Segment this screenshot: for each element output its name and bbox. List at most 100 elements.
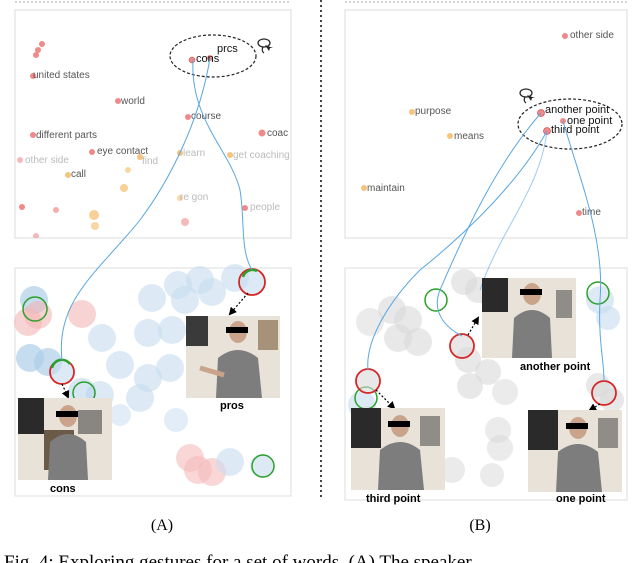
panel-label-b: (B) xyxy=(469,517,490,534)
gesture-glyph xyxy=(164,408,188,432)
selected-word-label: prcs xyxy=(217,43,238,55)
thumbnail-caption: cons xyxy=(50,483,76,495)
word-map-b xyxy=(344,9,628,239)
word-dot-selected xyxy=(188,56,196,64)
lasso-selection[interactable] xyxy=(517,98,623,150)
gesture-glyph xyxy=(356,308,384,336)
word-dot xyxy=(30,73,36,79)
video-thumbnail-third-point[interactable] xyxy=(351,408,445,490)
word-dot xyxy=(19,204,25,210)
gesture-glyph xyxy=(158,316,186,344)
word-label: purpose xyxy=(415,106,452,117)
gesture-glyph xyxy=(126,384,154,412)
word-label: course xyxy=(191,111,221,122)
word-points-b: other side purpose means maintain time xyxy=(361,30,614,218)
word-label: other side xyxy=(570,30,614,41)
gesture-glyph xyxy=(198,278,226,306)
link-curve xyxy=(367,130,548,371)
gesture-glyph xyxy=(250,454,274,478)
thumbnail-arrow xyxy=(228,292,249,316)
word-dot xyxy=(227,152,233,158)
gesture-glyph xyxy=(457,373,483,399)
word-points-a: united states world course coac differen… xyxy=(17,41,290,238)
gesture-glyph xyxy=(134,319,162,347)
word-dot xyxy=(89,149,95,155)
gesture-glyph xyxy=(239,269,265,295)
gesture-glyph xyxy=(592,381,616,405)
video-thumbnail-one-point[interactable] xyxy=(528,410,622,492)
lasso-icon xyxy=(519,88,535,104)
word-label: world xyxy=(120,96,145,107)
word-label: learn xyxy=(183,148,205,159)
gesture-glyph xyxy=(156,354,184,382)
word-dot xyxy=(30,132,36,138)
gesture-glyph xyxy=(216,448,244,476)
panel-a: united states world course coac differen… xyxy=(14,9,292,497)
lasso-selection[interactable] xyxy=(169,34,257,78)
panel-b: other side purpose means maintain time a… xyxy=(344,9,628,505)
word-label: people xyxy=(250,202,280,213)
word-dot xyxy=(91,222,99,230)
word-label: different parts xyxy=(36,130,97,141)
word-label: other side xyxy=(25,155,69,166)
gesture-ring-green xyxy=(22,296,48,322)
video-thumbnail-another-point[interactable] xyxy=(482,278,576,358)
word-map-a xyxy=(14,9,292,239)
gesture-glyph xyxy=(50,360,74,384)
video-thumbnail-pros[interactable] xyxy=(186,316,280,398)
gesture-glyph xyxy=(475,359,501,385)
word-dot xyxy=(447,133,453,139)
word-label: united states xyxy=(33,70,90,81)
word-dot xyxy=(576,210,582,216)
word-dot xyxy=(120,184,128,192)
link-curve xyxy=(192,59,253,271)
word-dot xyxy=(39,41,45,47)
word-label: call xyxy=(71,169,86,180)
gesture-ring-selected[interactable] xyxy=(449,333,475,359)
gesture-glyph xyxy=(68,300,96,328)
gesture-ring-green xyxy=(424,288,448,312)
gesture-ring-green xyxy=(251,454,275,478)
word-dot xyxy=(33,233,39,238)
word-dot xyxy=(242,205,248,211)
word-dot xyxy=(53,207,59,213)
selected-word-label: one point xyxy=(567,115,612,127)
word-dot xyxy=(361,185,367,191)
gesture-glyph xyxy=(404,328,432,356)
thumbnail-caption: third point xyxy=(366,493,421,505)
word-dot xyxy=(258,129,266,137)
gesture-glyph xyxy=(439,457,465,483)
panel-label-a: (A) xyxy=(151,517,173,534)
word-label: re gon xyxy=(180,192,208,203)
gesture-glyph xyxy=(14,308,42,336)
gesture-glyph xyxy=(88,324,116,352)
word-label: maintain xyxy=(367,183,405,194)
gesture-glyph xyxy=(106,351,134,379)
gesture-glyph xyxy=(450,334,474,358)
link-curve xyxy=(436,112,542,337)
thumbnail-arrow xyxy=(588,403,601,412)
selected-word-label: third point xyxy=(551,124,599,136)
figure-caption: Fig. 4: Exploring gestures for a set of … xyxy=(4,552,472,563)
word-dot xyxy=(181,218,189,226)
gesture-glyph xyxy=(171,286,199,314)
link-curve xyxy=(60,57,211,361)
word-label: time xyxy=(582,207,601,218)
word-dot xyxy=(185,114,191,120)
word-dot xyxy=(17,157,23,163)
gesture-arc xyxy=(241,268,258,278)
link-curve xyxy=(479,130,548,291)
word-label: coac xyxy=(267,128,288,139)
video-thumbnail-cons[interactable] xyxy=(18,398,112,480)
thumbnail-arrow xyxy=(375,389,396,410)
gesture-glyph xyxy=(138,284,166,312)
gesture-glyph xyxy=(480,463,504,487)
gesture-glyph xyxy=(109,404,131,426)
selected-word-label: cons xyxy=(196,53,220,65)
link-curve xyxy=(562,120,605,382)
word-dot xyxy=(89,210,99,220)
word-label: find xyxy=(142,156,158,167)
word-dot xyxy=(33,52,39,58)
thumbnail-arrow xyxy=(467,316,480,336)
